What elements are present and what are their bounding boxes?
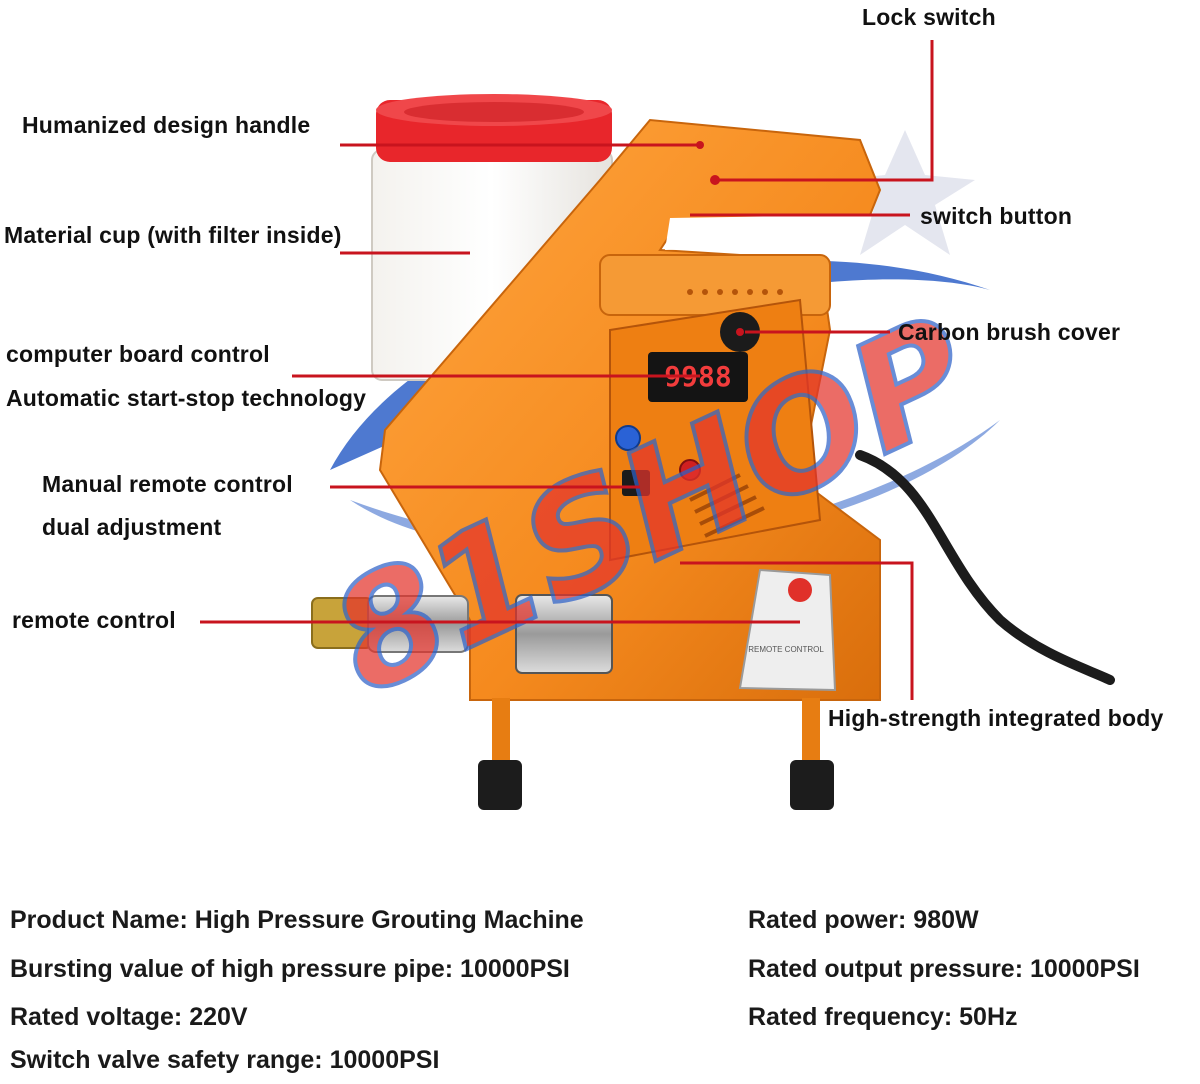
label-start-stop: Automatic start-stop technology xyxy=(6,385,367,411)
handle-opening xyxy=(665,215,860,250)
label-material-cup: Material cup (with filter inside) xyxy=(4,222,342,248)
spec-rated-power: Rated power: 980W xyxy=(748,906,979,934)
spec-bursting-value: Bursting value of high pressure pipe: 10… xyxy=(10,955,570,983)
label-dual-adjustment: dual adjustment xyxy=(42,514,222,540)
remote-button-icon xyxy=(788,578,812,602)
product-diagram: 9988 REMOTE CONTROL 81SHOP Lock switch H… xyxy=(4,4,1164,810)
spec-rated-voltage: Rated voltage: 220V xyxy=(10,1003,248,1031)
spec-rated-frequency: Rated frequency: 50Hz xyxy=(748,1003,1018,1031)
callout-dots xyxy=(696,141,744,336)
label-manual-remote: Manual remote control xyxy=(42,471,293,497)
rocker-switch xyxy=(622,470,650,496)
spec-product-name: Product Name: High Pressure Grouting Mac… xyxy=(10,906,584,934)
spec-switch-valve: Switch valve safety range: 10000PSI xyxy=(10,1046,440,1074)
label-carbon-brush: Carbon brush cover xyxy=(898,319,1121,345)
machine-legs xyxy=(478,698,834,810)
callout-body xyxy=(680,561,914,700)
callout-lines xyxy=(200,40,934,700)
label-remote-control: remote control xyxy=(12,607,176,633)
remote-tag: REMOTE CONTROL xyxy=(748,645,824,654)
vent-holes xyxy=(687,289,783,295)
label-switch-button: switch button xyxy=(920,203,1073,229)
blue-knob-icon xyxy=(615,425,641,451)
label-computer-board: computer board control xyxy=(6,341,270,367)
watermark-star-shape xyxy=(835,130,975,255)
remote-control-unit xyxy=(738,568,837,692)
label-body: High-strength integrated body xyxy=(828,705,1164,731)
callout-lock-switch xyxy=(715,40,934,182)
cooling-vents xyxy=(689,473,765,538)
label-lock-switch: Lock switch xyxy=(862,4,996,30)
pump-window xyxy=(515,594,613,674)
machine-illustration: 9988 REMOTE CONTROL 81SHOP xyxy=(200,40,1115,810)
power-cord xyxy=(855,450,1115,685)
label-handle: Humanized design handle xyxy=(22,112,311,138)
spec-rated-output: Rated output pressure: 10000PSI xyxy=(748,955,1140,983)
